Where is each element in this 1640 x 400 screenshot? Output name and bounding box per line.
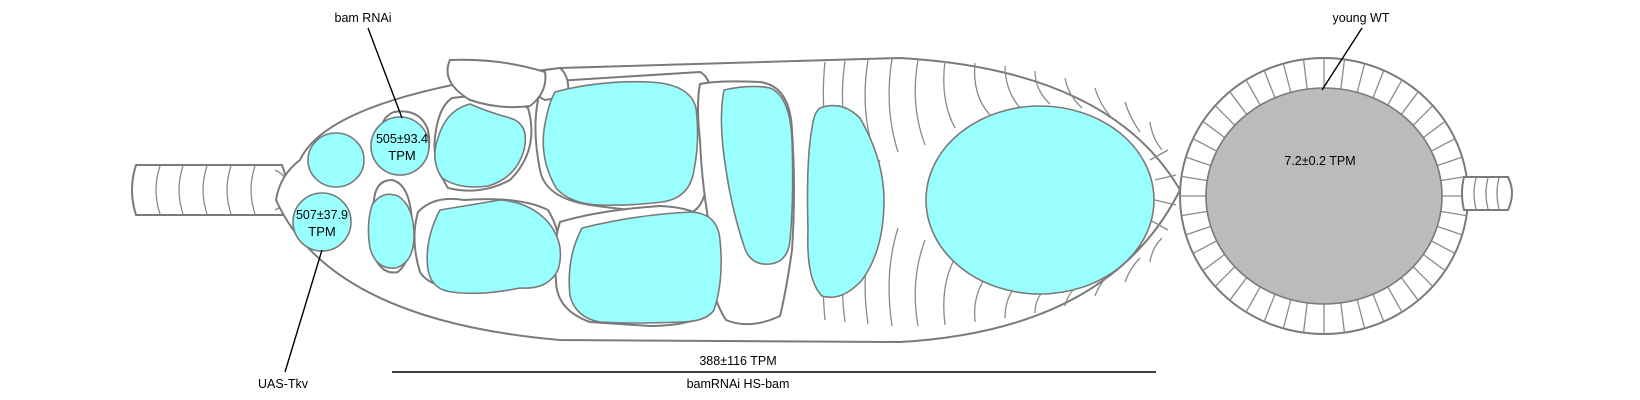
left-stalk <box>132 165 287 215</box>
value-hs-bam: 388±116 TPM <box>699 354 776 368</box>
value-uas-tkv-line1: 507±37.9 <box>296 208 348 222</box>
nucleus-left-top <box>308 133 364 187</box>
value-bam-rnai-line1: 505±93.4 <box>376 132 428 146</box>
nucleus-uas-tkv <box>293 193 351 251</box>
label-bamrnai-hs-bam: bamRNAi HS-bam <box>687 377 790 391</box>
nucleus-4 <box>543 82 697 205</box>
value-young-wt: 7.2±0.2 TPM <box>1284 154 1355 168</box>
label-young-wt: young WT <box>1333 11 1390 25</box>
right-stalk <box>1462 177 1512 210</box>
wt-egg-chamber <box>1180 58 1468 334</box>
value-bam-rnai-line2: TPM <box>388 148 415 163</box>
label-bam-rnai: bam RNAi <box>335 11 392 25</box>
label-uas-tkv: UAS-Tkv <box>258 377 309 391</box>
nucleus-small <box>368 194 414 268</box>
nucleus-3 <box>427 200 560 293</box>
nucleus-5 <box>569 212 721 323</box>
nucleus-bam-rnai <box>371 117 429 175</box>
value-uas-tkv-line2: TPM <box>308 224 335 239</box>
nucleus-young-wt <box>1206 88 1442 304</box>
callout-uas-tkv <box>285 250 322 372</box>
nucleus-oocyte <box>926 106 1154 294</box>
